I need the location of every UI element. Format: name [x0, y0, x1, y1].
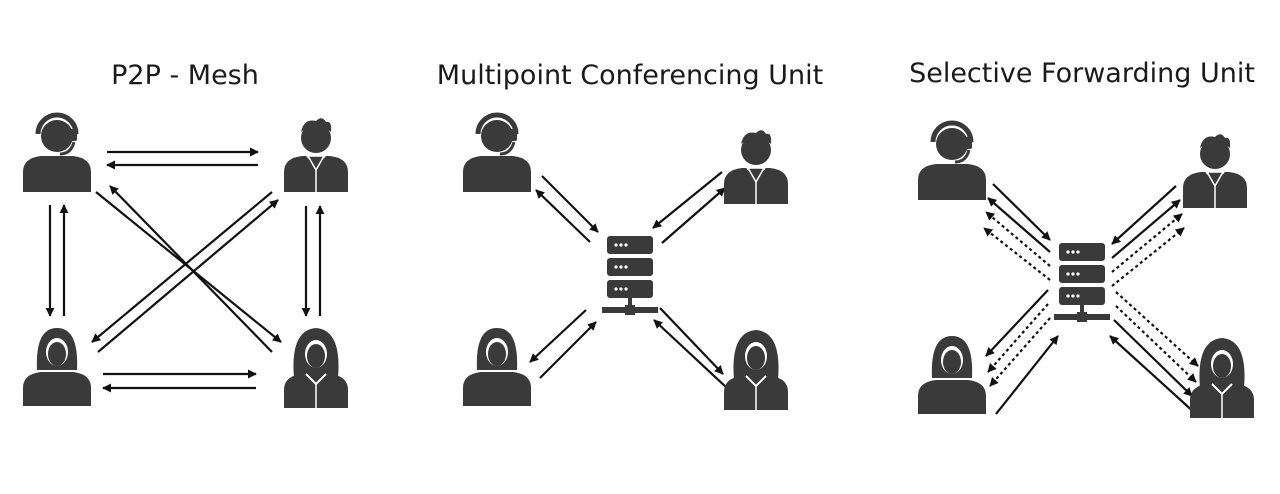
girl-person-icon [1189, 337, 1255, 419]
mcu-diagram [463, 115, 789, 411]
girl-person-icon [283, 327, 349, 409]
headset-person-icon [463, 115, 531, 192]
mesh-diagram [23, 115, 349, 409]
woman-person-icon [463, 328, 531, 406]
girl-person-icon [723, 329, 789, 411]
server-icon [602, 236, 658, 315]
headset-person-icon [23, 115, 91, 192]
man-person-icon [723, 129, 789, 205]
sfu-title: Selective Forwarding Unit [909, 58, 1255, 89]
man-person-icon [283, 117, 349, 193]
mesh-title: P2P - Mesh [111, 60, 259, 91]
headset-person-icon [918, 123, 986, 200]
mcu-title: Multipoint Conferencing Unit [436, 60, 824, 91]
sfu-diagram [918, 123, 1255, 419]
man-person-icon [1182, 133, 1248, 209]
woman-person-icon [918, 336, 986, 414]
woman-person-icon [23, 328, 91, 406]
server-icon [1054, 243, 1110, 322]
